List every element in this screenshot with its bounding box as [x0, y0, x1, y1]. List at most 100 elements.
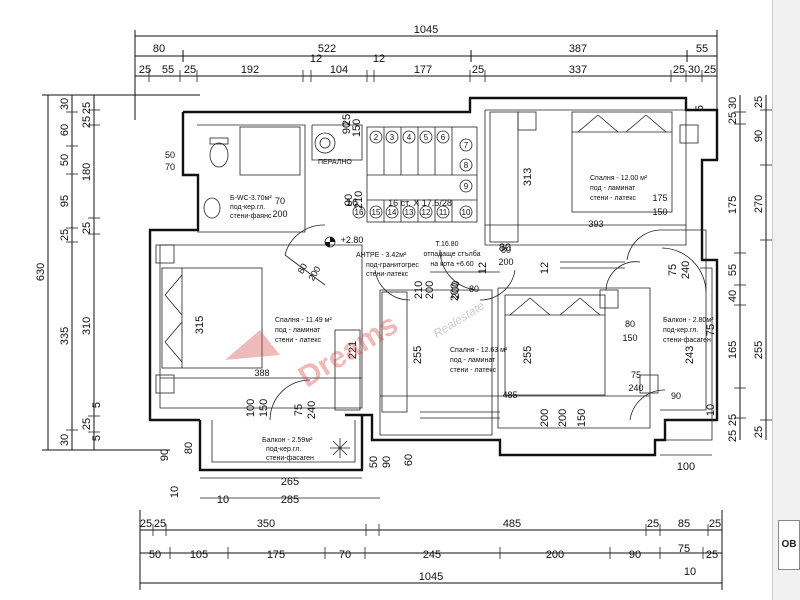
dim-right2-10: 10: [705, 404, 717, 416]
stair-step-2: 2: [374, 133, 379, 142]
wardrobe-icon-3: [381, 291, 408, 413]
bed3-width: 485: [502, 390, 517, 400]
dim-top2-177: 177: [414, 64, 432, 76]
dim-top-55: 55: [696, 43, 708, 55]
dim-top2-25e: 25: [704, 64, 716, 76]
stair-step-8: 8: [464, 161, 469, 170]
stair-step-5: 5: [424, 133, 429, 142]
dim-bot-85: 85: [678, 518, 690, 530]
level-plus: +2.80: [341, 235, 364, 245]
dim-right-90b: 90: [671, 391, 681, 401]
room-hall-floor: под-гранитогрес: [366, 262, 419, 269]
room-hall: АНТРЕ - 3.42м² под-гранитогрес стени-лат…: [356, 252, 419, 278]
dim-bot2-200: 200: [546, 549, 564, 561]
scan-edge: [772, 0, 800, 600]
misc-150: 150: [576, 409, 588, 427]
watermark-subtext: Realestate: [431, 298, 487, 340]
balc-door2-h: 150: [258, 399, 270, 417]
room-wc: Б-WC-3.70м² под-кер.гл. стени-фаянс: [230, 195, 272, 220]
bed2-door-h: 200: [449, 283, 461, 301]
stair-step-16: 16: [355, 208, 364, 217]
bed1-window-w: 175: [652, 193, 667, 203]
misc-12b: 12: [477, 262, 489, 274]
dim-left2-25b: 25: [81, 116, 93, 128]
dim-top2-192: 192: [241, 64, 259, 76]
dim-left-25: 25: [59, 229, 71, 241]
dim-right-90: 90: [753, 130, 765, 142]
balc1-door-w: 75: [293, 404, 305, 416]
room-bedroom-3: Спалня - 12.63 м² под - ламинат стени - …: [450, 347, 508, 374]
wc-window-w: 50: [165, 150, 175, 160]
bed3-window-w: 80: [625, 319, 635, 329]
dim-bot2-90: 90: [629, 549, 641, 561]
door-swings: [269, 224, 707, 421]
dim-left-335: 335: [59, 327, 71, 345]
bed3-door-w: 75: [667, 264, 679, 276]
left-dimensions: 630 30 60 50 95 25 335 30 25 25 180 310 …: [35, 94, 200, 451]
dim-top2-12b: 12: [373, 53, 385, 65]
dim-top2-55: 55: [162, 64, 174, 76]
stair-step-3: 3: [390, 133, 395, 142]
room-wc-floor: под-кер.гл.: [230, 204, 265, 211]
stair-step-numbers: 2 3 4 5 6 7 8 9 10 11 12 13 14 15 16: [352, 130, 473, 219]
room-bed1-floor: под - ламинат: [590, 185, 636, 192]
room-bed2-walls: стени - латекс: [275, 337, 322, 344]
bed1-door-w: 80: [501, 245, 511, 255]
dim-overall-top: 1045: [414, 24, 438, 36]
dim-bot-25d: 25: [709, 518, 721, 530]
room-bed1-walls: стени - латекс: [590, 195, 637, 202]
room-hall-walls: стени-латекс: [366, 271, 409, 278]
dim-bot-25b: 25: [154, 518, 166, 530]
room-balc2-walls: стени-фасаген: [663, 337, 711, 344]
room-bedroom-2: Спалня - 11.49 м² под - ламинат стени - …: [275, 317, 332, 344]
bottom-dimensions: 25 25 350 485 25 85 25 50 105 175 70 245…: [139, 486, 723, 590]
bed1-door-h: 200: [498, 257, 513, 267]
level-text-3: на кота +6.60: [430, 261, 473, 268]
dim-left-30b: 30: [59, 434, 71, 446]
opening-labels: 50 70 70 200 90 150 90 210 80 200 175 15…: [165, 119, 692, 419]
balc-left-80: 80: [183, 442, 195, 454]
dim-right-25: 25: [753, 96, 765, 108]
room-balc2-floor: под-кер.гл.: [663, 327, 698, 334]
balc-left-w: 265: [281, 476, 299, 488]
dim-right2-25c: 25: [727, 430, 739, 442]
misc-200c: 200: [424, 281, 436, 299]
level-text-1: Т.16.80: [436, 241, 459, 248]
stair-step-11: 11: [439, 208, 448, 217]
bed1-window-h: 150: [652, 207, 667, 217]
bed2-height: 315: [194, 316, 206, 334]
bed-icon-1: [571, 111, 673, 213]
plant-icon: [330, 438, 350, 458]
room-wc-walls: стени-фаянс: [230, 213, 272, 220]
room-balc2-name: Балкон - 2.80м²: [663, 317, 714, 324]
balc-left-90: 90: [159, 449, 171, 461]
dim-left2-180: 180: [81, 163, 93, 181]
dim-right2-165: 165: [727, 341, 739, 359]
dim-right-255: 255: [753, 341, 765, 359]
staircase: 2 3 4 5 6 7 8 9 10 11 12 13 14 15 16 16 …: [352, 127, 477, 222]
balc-right-h: 243: [684, 346, 696, 364]
room-balc1-name: Балкон - 2.59м²: [262, 437, 313, 444]
dim-right2-40: 40: [727, 290, 739, 302]
dim-right2-55: 55: [727, 264, 739, 276]
dim-bot2-105: 105: [190, 549, 208, 561]
bed3-height: 255: [412, 346, 424, 364]
room-balcony-2: Балкон - 2.80м² под-кер.гл. стени-фасаге…: [663, 317, 714, 344]
dim-top2-25c: 25: [472, 64, 484, 76]
dim-top-387: 387: [569, 43, 587, 55]
dim-right-270: 270: [753, 195, 765, 213]
bed3-door-h: 240: [680, 261, 692, 279]
dim-left-50: 50: [59, 154, 71, 166]
dim-left-30: 30: [59, 98, 71, 110]
balc-left-w2: 285: [281, 494, 299, 506]
wc-window-h: 70: [165, 162, 175, 172]
dim-bot-10: 10: [684, 566, 696, 578]
dim-top2-104: 104: [330, 64, 348, 76]
edge-tab: OB: [778, 520, 800, 570]
dim-left2-25d: 25: [81, 418, 93, 430]
dim-bot-25c: 25: [647, 518, 659, 530]
bed-icon-3: [504, 294, 606, 396]
top-dimensions: 1045 80 522 387 55 25 55 25 192 12 104 1…: [134, 24, 718, 120]
misc-200b: 200: [557, 409, 569, 427]
